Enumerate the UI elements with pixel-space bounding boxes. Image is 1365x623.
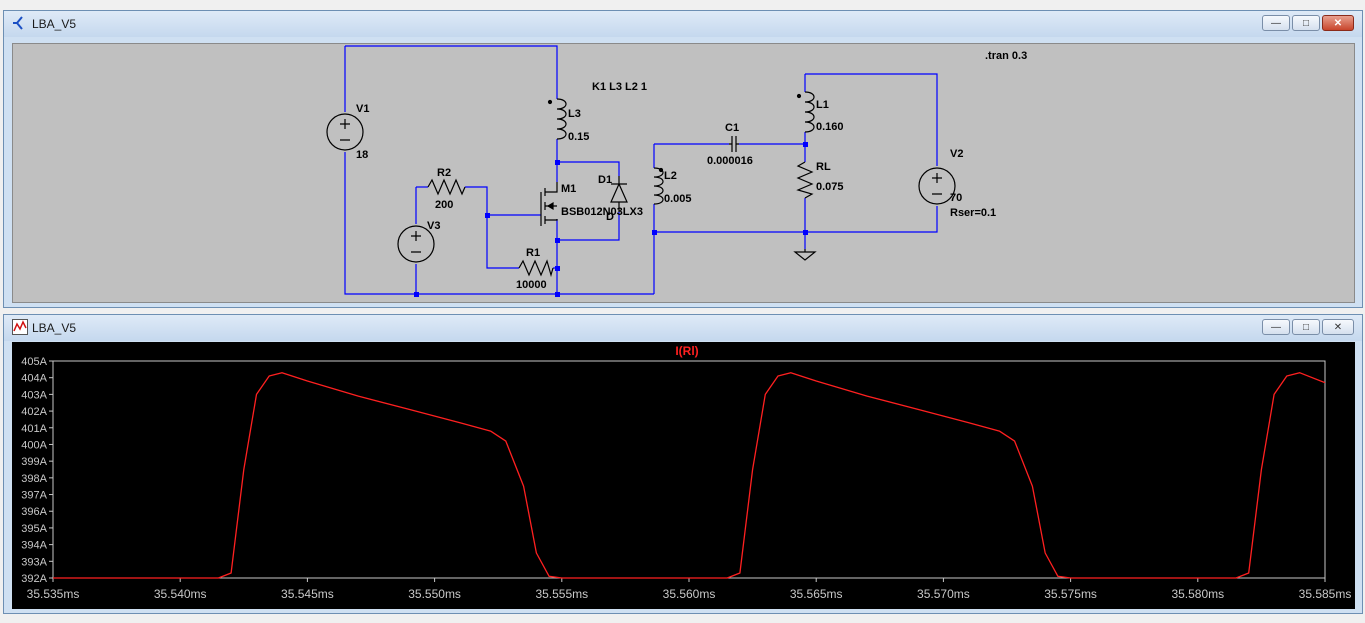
trace-label[interactable]: I(Rl) <box>675 344 698 358</box>
d1-model: D <box>606 211 614 223</box>
y-tick-label: 402A <box>21 406 47 418</box>
rl-resistor-symbol[interactable] <box>796 161 814 199</box>
schematic-drawing: V1 18 V3 R2 200 R1 10000 L3 0.15 M1 BSB0… <box>326 45 1027 297</box>
d1-diode-symbol[interactable] <box>610 176 628 212</box>
v3-source-symbol[interactable] <box>397 225 435 263</box>
l2-inductor-symbol[interactable] <box>653 167 664 205</box>
r2-label: R2 <box>437 167 451 179</box>
rl-label: RL <box>816 161 831 173</box>
plot-titlebar[interactable]: LBA_V5 — □ ✕ <box>4 315 1362 341</box>
ground-symbol <box>793 249 817 261</box>
maximize-button[interactable]: □ <box>1292 15 1320 31</box>
y-tick-label: 400A <box>21 439 47 451</box>
y-tick-label: 392A <box>21 573 47 585</box>
l1-inductor-symbol[interactable] <box>804 91 815 133</box>
x-tick-label: 35.555ms <box>535 587 588 601</box>
trace-layer <box>53 372 1326 579</box>
v1-source-symbol[interactable] <box>326 113 364 151</box>
r1-resistor-symbol[interactable] <box>518 259 554 278</box>
y-tick-label: 404A <box>21 373 47 385</box>
l2-value: 0.005 <box>664 193 692 205</box>
y-tick-label: 399A <box>21 456 47 468</box>
v2-label: V2 <box>950 148 963 160</box>
waveform-plot: I(Rl) 392A 393A 394A 395A 396A 397A 398A 399A 40… <box>21 344 1352 601</box>
m1-label: M1 <box>561 183 576 195</box>
plot-minimize-button[interactable]: — <box>1262 319 1290 335</box>
x-tick-label: 35.545ms <box>281 587 334 601</box>
y-tick-label: 398A <box>21 473 47 485</box>
minimize-button[interactable]: — <box>1262 15 1290 31</box>
junctions <box>414 142 808 297</box>
v2-rser: Rser=0.1 <box>950 207 996 219</box>
plot-title: LBA_V5 <box>32 321 77 335</box>
v1-value: 18 <box>356 149 368 161</box>
plot-close-button[interactable]: ✕ <box>1322 319 1354 335</box>
x-tick-label: 35.575ms <box>1044 587 1097 601</box>
v2-value: 70 <box>950 192 962 204</box>
y-tick-label: 395A <box>21 523 47 535</box>
schematic-canvas[interactable]: V1 18 V3 R2 200 R1 10000 L3 0.15 M1 BSB0… <box>12 43 1355 303</box>
rl-value: 0.075 <box>816 181 844 193</box>
r1-value: 10000 <box>516 279 547 291</box>
x-tick-label: 35.550ms <box>408 587 461 601</box>
x-tick-label: 35.580ms <box>1171 587 1224 601</box>
y-tick-label: 393A <box>21 556 47 568</box>
waveform-icon <box>12 319 28 335</box>
l1-label: L1 <box>816 99 829 111</box>
schematic-titlebar[interactable]: LBA_V5 — □ ✕ <box>4 11 1362 37</box>
l3-inductor-symbol[interactable] <box>556 98 567 140</box>
y-tick-label: 401A <box>21 423 47 435</box>
x-tick-label: 35.560ms <box>663 587 716 601</box>
close-button[interactable]: ✕ <box>1322 15 1354 31</box>
trace-line[interactable] <box>53 372 1326 579</box>
l3-label: L3 <box>568 108 581 120</box>
v3-label: V3 <box>427 220 440 232</box>
coupling-directive[interactable]: K1 L3 L2 1 <box>592 81 647 93</box>
c1-capacitor-symbol[interactable] <box>729 136 739 152</box>
y-tick-label: 396A <box>21 506 47 518</box>
c1-label: C1 <box>725 122 739 134</box>
r2-resistor-symbol[interactable] <box>427 178 466 196</box>
schematic-icon <box>13 16 23 30</box>
x-tick-label: 35.565ms <box>790 587 843 601</box>
status-bar <box>0 614 1365 623</box>
v1-label: V1 <box>356 103 369 115</box>
m1-model: BSB012N03LX3 <box>561 206 643 218</box>
l3-value: 0.15 <box>568 131 589 143</box>
schematic-title: LBA_V5 <box>32 17 77 31</box>
v2-source-symbol[interactable] <box>918 167 956 205</box>
y-tick-label: 394A <box>21 540 47 552</box>
l2-label: L2 <box>664 170 677 182</box>
r2-value: 200 <box>435 199 453 211</box>
c1-value: 0.000016 <box>707 155 753 167</box>
x-tick-label: 35.570ms <box>917 587 970 601</box>
l1-value: 0.160 <box>816 121 844 133</box>
x-axis: 35.535ms 35.540ms 35.545ms 35.550ms 35.555ms… <box>27 578 1352 601</box>
y-tick-label: 403A <box>21 389 47 401</box>
m1-mosfet-symbol[interactable] <box>540 182 558 226</box>
wires <box>344 45 938 295</box>
tran-directive[interactable]: .tran 0.3 <box>985 50 1027 62</box>
y-tick-label: 405A <box>21 356 47 368</box>
plot-maximize-button[interactable]: □ <box>1292 319 1320 335</box>
x-tick-label: 35.585ms <box>1299 587 1352 601</box>
y-tick-label: 397A <box>21 490 47 502</box>
x-tick-label: 35.540ms <box>154 587 207 601</box>
y-axis: 392A 393A 394A 395A 396A 397A 398A 399A 400A 401A… <box>21 356 53 585</box>
plot-canvas[interactable]: I(Rl) 392A 393A 394A 395A 396A 397A 398A 399A 40… <box>12 342 1355 609</box>
schematic-window: LBA_V5 — □ ✕ <box>3 10 1363 308</box>
x-tick-label: 35.535ms <box>27 587 80 601</box>
r1-label: R1 <box>526 247 540 259</box>
d1-label: D1 <box>598 174 612 186</box>
